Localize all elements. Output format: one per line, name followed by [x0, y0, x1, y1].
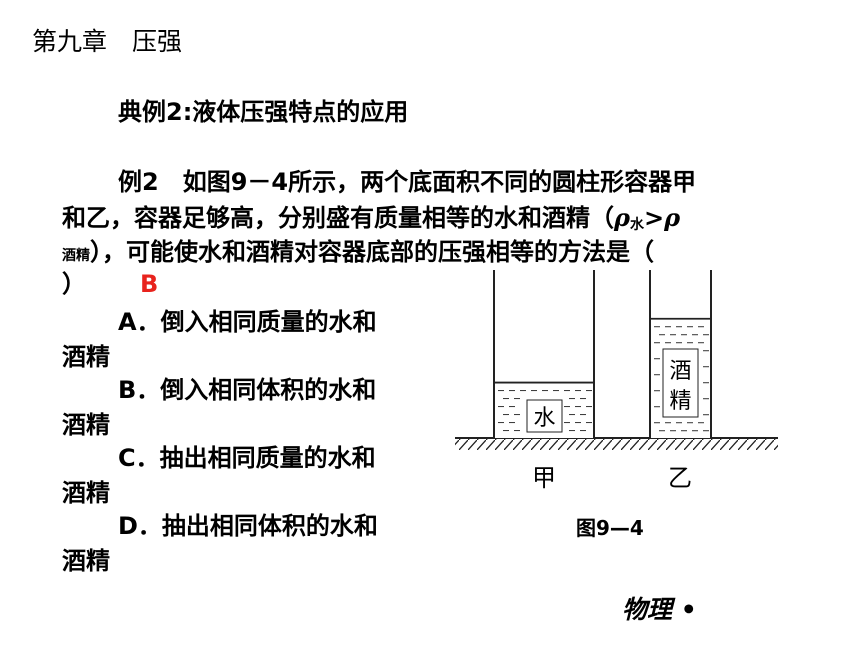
- question-line-3-text: ），可能使水和酒精对容器底部的压强相等的方法是（: [90, 238, 654, 266]
- alcohol-label-box: [662, 348, 699, 418]
- alcohol-dashes: [654, 326, 709, 432]
- alcohol-label-top: 酒: [669, 359, 691, 384]
- water-label-box: [526, 399, 563, 433]
- option-a-line-1: A．倒入相同质量的水和: [118, 308, 377, 336]
- question-line-1: 例2 如图9－4所示，两个底面积不同的圆柱形容器甲: [118, 168, 697, 196]
- question-line-3: 酒精），可能使水和酒精对容器底部的压强相等的方法是（: [62, 232, 654, 267]
- option-c-line-1: C．抽出相同质量的水和: [118, 444, 376, 472]
- answer-text: B: [140, 270, 159, 298]
- option-b-line-2: 酒精: [62, 411, 110, 439]
- option-a-line-2: 酒精: [62, 343, 110, 371]
- example-title: 典例2:液体压强特点的应用: [118, 98, 409, 126]
- option-b-line-1: B．倒入相同体积的水和: [118, 376, 377, 404]
- ground-hatch: [455, 439, 778, 450]
- container-jia-label: 甲: [532, 464, 556, 492]
- water-dashes: [498, 390, 592, 432]
- container-yi-label: 乙: [668, 464, 692, 492]
- rho-symbol-2: ρ: [664, 203, 681, 232]
- rho-symbol: ρ: [614, 203, 630, 232]
- option-d-line-2: 酒精: [62, 547, 110, 575]
- footer-subject: 物理 •: [622, 595, 697, 624]
- rho-subscript-alcohol: 酒精: [62, 248, 90, 264]
- question-line-2: 和乙，容器足够高，分别盛有质量相等的水和酒精（ρ水>ρ: [62, 198, 680, 234]
- figure-caption: 图9—4: [576, 516, 644, 540]
- option-d-line-1: D．抽出相同体积的水和: [118, 512, 378, 540]
- alcohol-label-bottom: 精: [669, 389, 691, 414]
- question-line-4: ）: [62, 270, 86, 298]
- greater-than: >: [643, 204, 665, 232]
- question-line-2-text: 和乙，容器足够高，分别盛有质量相等的水和酒精（: [62, 204, 614, 232]
- chapter-title: 第九章 压强: [32, 27, 183, 56]
- water-label: 水: [533, 406, 555, 431]
- option-c-line-2: 酒精: [62, 479, 110, 507]
- rho-subscript-water: 水: [629, 217, 644, 233]
